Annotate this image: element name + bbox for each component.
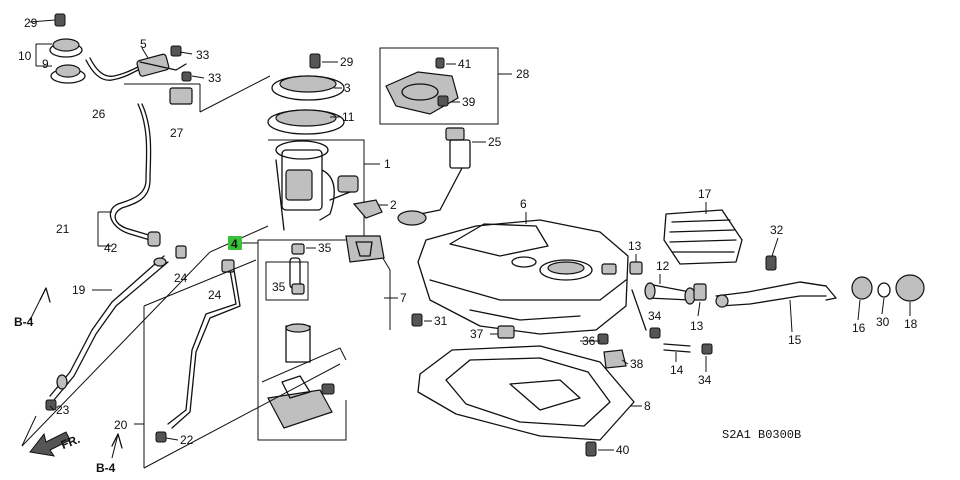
label-18: 18 [904,317,918,331]
pump-ring-group [267,53,345,135]
vent-hose-group [85,45,271,113]
label-16: 16 [852,321,866,335]
label-23: 23 [56,403,70,417]
label-21: 21 [56,222,70,236]
label-29b: 29 [340,55,354,69]
label-11: 11 [342,110,355,124]
label-33a: 33 [196,48,210,62]
label-13a: 13 [628,239,642,253]
label-35a: 35 [318,241,332,255]
label-2: 2 [390,198,397,212]
label-29: 29 [24,16,38,30]
filler-neck-group [497,209,925,369]
ref-b4-upper: B-4 [14,315,34,329]
fuel-lines-group [21,225,423,469]
upper-plate-28 [379,47,512,125]
label-27: 27 [170,126,184,140]
label-25: 25 [488,135,502,149]
label-20: 20 [114,418,128,432]
front-indicator: FR. [59,432,82,452]
label-31: 31 [434,314,448,328]
filler-cap-group [29,13,86,84]
label-6: 6 [520,197,527,211]
fuel-pump-module-1 [268,139,383,236]
label-12: 12 [656,259,670,273]
skid-plate-8 [417,345,635,457]
label-5: 5 [140,37,147,51]
label-17: 17 [698,187,712,201]
label-1: 1 [384,157,391,171]
fuel-gauge-sender-25 [397,127,471,226]
label-32: 32 [770,223,784,237]
label-30: 30 [876,315,890,329]
label-34b: 34 [698,373,712,387]
ref-b4-lower: B-4 [96,461,116,475]
label-7: 7 [400,291,407,305]
label-33b: 33 [208,71,222,85]
direction-arrows [29,287,123,459]
label-39: 39 [462,95,476,109]
label-22: 22 [180,433,194,447]
label-28: 28 [516,67,530,81]
label-38: 38 [630,357,644,371]
label-14: 14 [670,363,684,377]
label-24a: 24 [174,271,188,285]
fuel-tank-6 [417,219,629,335]
label-35b: 35 [272,280,286,294]
label-9: 9 [42,57,49,71]
part-labels: 29 10 9 26 5 33 33 27 21 42 29 3 11 1 2 … [18,16,918,457]
diagram-code: S2A1 B0300B [722,428,801,442]
breather-tube-21 [97,103,161,247]
highlight-box-4 [228,236,242,250]
label-8: 8 [644,399,651,413]
label-41: 41 [458,57,472,71]
label-37: 37 [470,327,484,341]
label-40: 40 [616,443,630,457]
label-3: 3 [344,81,351,95]
label-34a: 34 [648,309,662,323]
label-42: 42 [104,241,118,255]
leader-lines [49,51,911,451]
label-13b: 13 [690,319,704,333]
pump-subkit-frame [257,235,398,441]
label-19: 19 [72,283,86,297]
label-10: 10 [18,49,32,63]
label-26: 26 [92,107,106,121]
label-24b: 24 [208,288,222,302]
label-15: 15 [788,333,802,347]
label-4: 4 [231,237,238,251]
